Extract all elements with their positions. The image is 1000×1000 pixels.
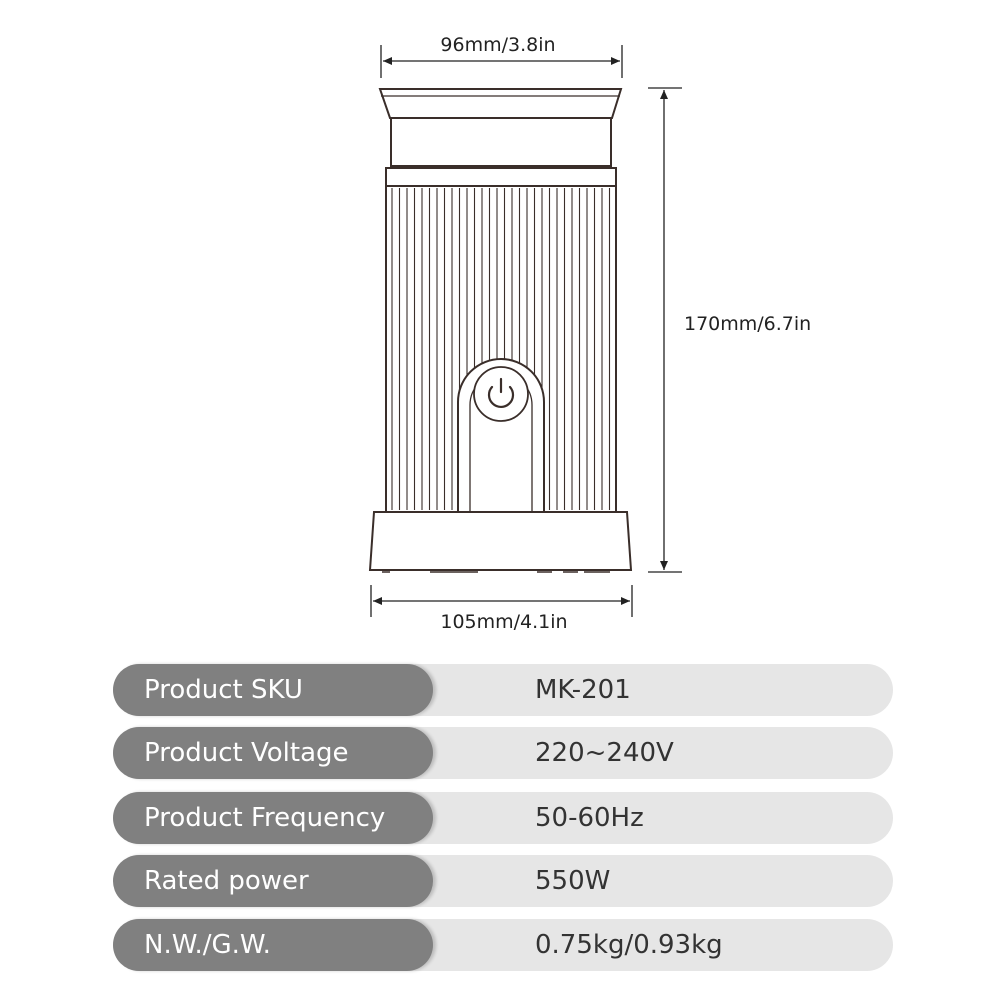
- base: [368, 511, 633, 571]
- spec-label: Product Voltage: [144, 738, 349, 768]
- product-dimension-diagram: 96mm/3.8in 170mm/6.7in 105mm/4.1in: [368, 34, 811, 633]
- spec-row: Product Frequency 50-60Hz: [113, 792, 893, 844]
- spec-label-pill: [113, 792, 433, 844]
- spec-label-pill: [113, 664, 433, 716]
- top-width-label: 96mm/3.8in: [440, 34, 555, 56]
- spec-row: Rated power 550W: [113, 855, 893, 907]
- body-ribs: [391, 188, 611, 510]
- height-dimension: 170mm/6.7in: [648, 87, 811, 573]
- lid-band: [390, 117, 612, 167]
- base-width-label: 105mm/4.1in: [440, 611, 567, 633]
- spec-value: 50-60Hz: [535, 803, 644, 833]
- spec-label-pill: [113, 919, 433, 971]
- spec-label-pill: [113, 855, 433, 907]
- base-width-dimension: 105mm/4.1in: [370, 585, 633, 633]
- collar: [385, 167, 617, 187]
- spec-value: 550W: [535, 866, 611, 896]
- height-label: 170mm/6.7in: [684, 313, 811, 335]
- lid-rim: [378, 88, 623, 119]
- spec-value: 0.75kg/0.93kg: [535, 930, 723, 960]
- spec-value: 220~240V: [535, 738, 674, 768]
- spec-label: N.W./G.W.: [144, 930, 271, 960]
- spec-row: Product SKU MK-201: [113, 664, 893, 716]
- spec-row: N.W./G.W. 0.75kg/0.93kg: [113, 919, 893, 971]
- top-width-dimension: 96mm/3.8in: [380, 34, 623, 78]
- spec-label: Product SKU: [144, 675, 303, 705]
- spec-row: Product Voltage 220~240V: [113, 727, 893, 779]
- power-icon: [473, 366, 529, 422]
- milk-frother-drawing: [368, 88, 633, 573]
- spec-value: MK-201: [535, 675, 631, 705]
- spec-label-pill: [113, 727, 433, 779]
- spec-label: Rated power: [144, 866, 309, 896]
- spec-label: Product Frequency: [144, 803, 386, 833]
